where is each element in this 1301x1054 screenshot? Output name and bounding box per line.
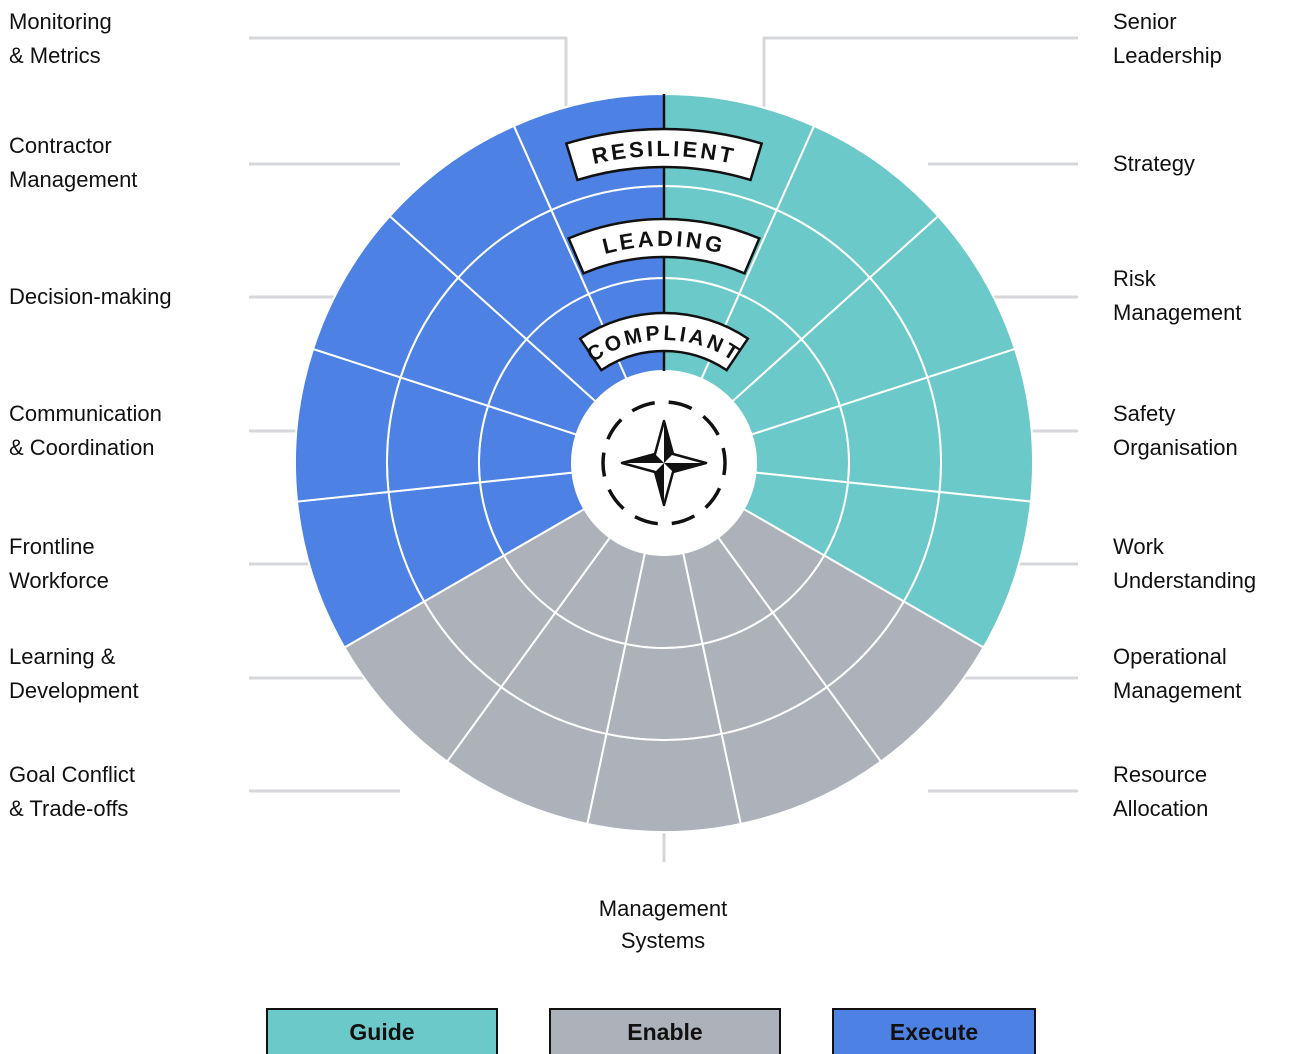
center-hub <box>572 371 756 555</box>
label-learning-development: Learning &Development <box>9 644 139 703</box>
compass-star-icon <box>620 419 708 507</box>
wheel-cell <box>605 642 723 741</box>
legend-enable-label: Enable <box>627 1018 703 1045</box>
legend-guide-label: Guide <box>349 1018 415 1045</box>
wheel-cell <box>926 347 1034 503</box>
dashed-ring <box>601 400 727 526</box>
level-banner <box>564 127 764 182</box>
leader-line-left <box>249 36 568 110</box>
label-strategy: Strategy <box>1113 151 1195 176</box>
legend-enable: Enable <box>549 1008 781 1054</box>
wheel-segments <box>294 92 1034 833</box>
legend-guide: Guide <box>266 1008 498 1054</box>
legend-execute-label: Execute <box>889 1018 979 1045</box>
leader-line-right <box>762 36 1078 110</box>
label-communication-coordination: Communication& Coordination <box>9 401 162 460</box>
legend-execute: Execute <box>832 1008 1036 1054</box>
wheel-cell <box>586 732 742 833</box>
label-goal-conflict: Goal Conflict& Trade-offs <box>9 762 135 821</box>
leader-lines <box>249 36 1078 862</box>
level-banner <box>567 217 761 276</box>
label-decision-making: Decision-making <box>9 284 172 309</box>
label-monitoring-metrics: Monitoring& Metrics <box>9 9 112 68</box>
level-banner <box>578 311 750 372</box>
